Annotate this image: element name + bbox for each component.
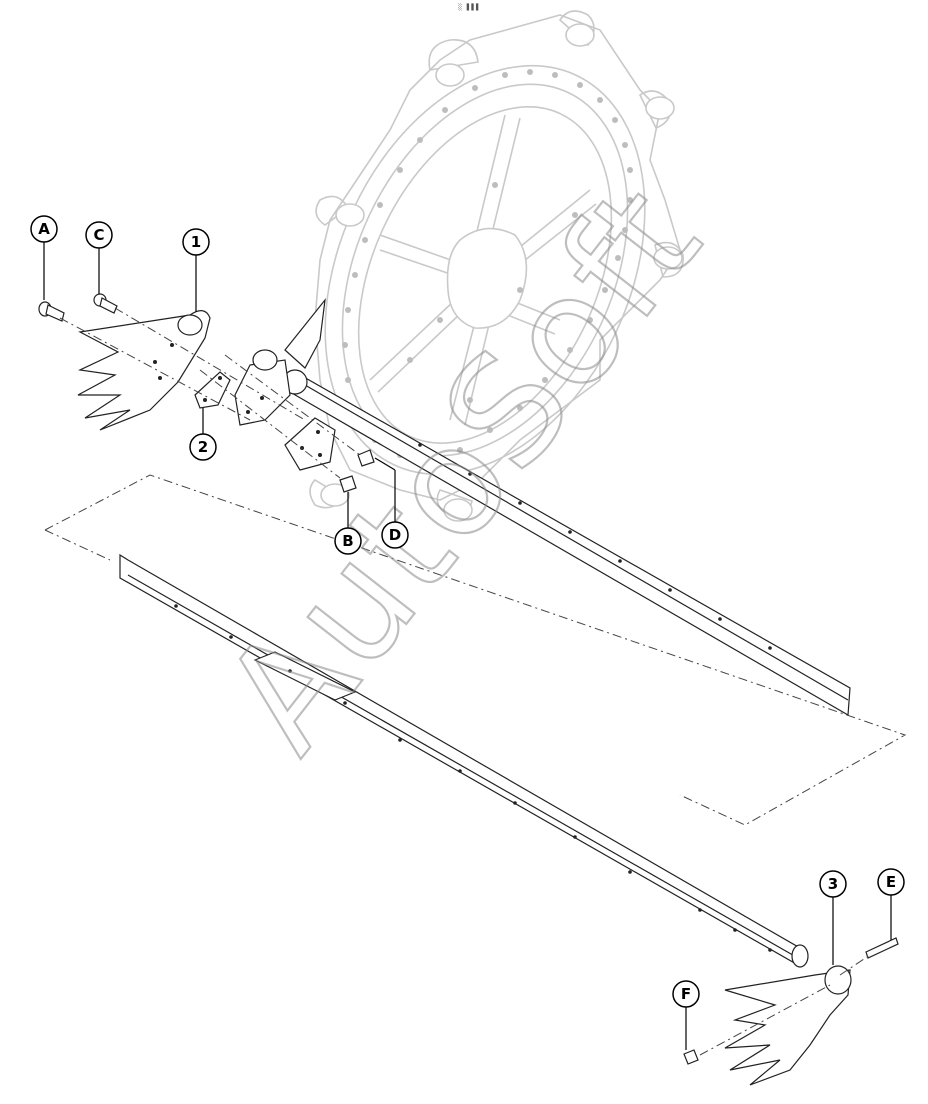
callout-e: E bbox=[877, 868, 905, 940]
centerline-d bbox=[224, 354, 361, 456]
ghost-rotor-wheel bbox=[309, 10, 684, 522]
callout-d: D bbox=[374, 457, 409, 549]
centerline-a bbox=[59, 317, 251, 421]
callout-label-1: 1 bbox=[191, 233, 201, 251]
centerline-f bbox=[699, 984, 831, 1056]
assembly-plane-edge bbox=[44, 529, 111, 561]
callout-label-e: E bbox=[886, 873, 896, 891]
part-2-clamp bbox=[194, 371, 231, 409]
upper-mount-bracket bbox=[234, 297, 326, 426]
callout-a: A bbox=[30, 215, 58, 300]
centerline-e bbox=[839, 954, 871, 976]
callout-f: F bbox=[672, 980, 700, 1050]
fastener-bolt-e bbox=[865, 937, 899, 959]
part-3-finger-blade bbox=[724, 965, 852, 1086]
header-mark: ░ ▐▐▐ bbox=[458, 3, 479, 11]
ghost-bolt-holes bbox=[342, 69, 633, 463]
fastener-nut-d bbox=[357, 449, 375, 467]
part-1-finger-blade bbox=[77, 310, 211, 431]
ghost-rim-inner2 bbox=[357, 106, 613, 444]
assembly-plane-outline bbox=[44, 474, 907, 826]
callout-label-c: C bbox=[93, 226, 104, 244]
callout-label-b: B bbox=[342, 532, 353, 550]
callout-label-3: 3 bbox=[828, 875, 838, 893]
fastener-bolt-c bbox=[93, 293, 118, 314]
ghost-lug-bosses bbox=[320, 23, 683, 522]
callout-3: 3 bbox=[819, 870, 847, 965]
ghost-hub bbox=[446, 227, 528, 329]
centerline-b bbox=[199, 369, 341, 479]
callout-c: C bbox=[85, 221, 113, 294]
lower-shear-bar bbox=[119, 553, 809, 968]
callout-label-f: F bbox=[681, 985, 691, 1003]
callout-1: 1 bbox=[182, 228, 210, 312]
fastener-nut-f bbox=[683, 1049, 699, 1065]
callout-label-a: A bbox=[38, 220, 50, 238]
callout-2: 2 bbox=[189, 408, 217, 461]
fastener-bolt-a bbox=[38, 301, 65, 322]
callout-b: B bbox=[334, 492, 362, 555]
callout-label-d: D bbox=[389, 526, 401, 544]
upper-tube-shaft bbox=[282, 369, 851, 716]
callout-label-2: 2 bbox=[198, 438, 208, 456]
fastener-nut-b bbox=[339, 475, 357, 493]
center-plate bbox=[284, 417, 336, 471]
